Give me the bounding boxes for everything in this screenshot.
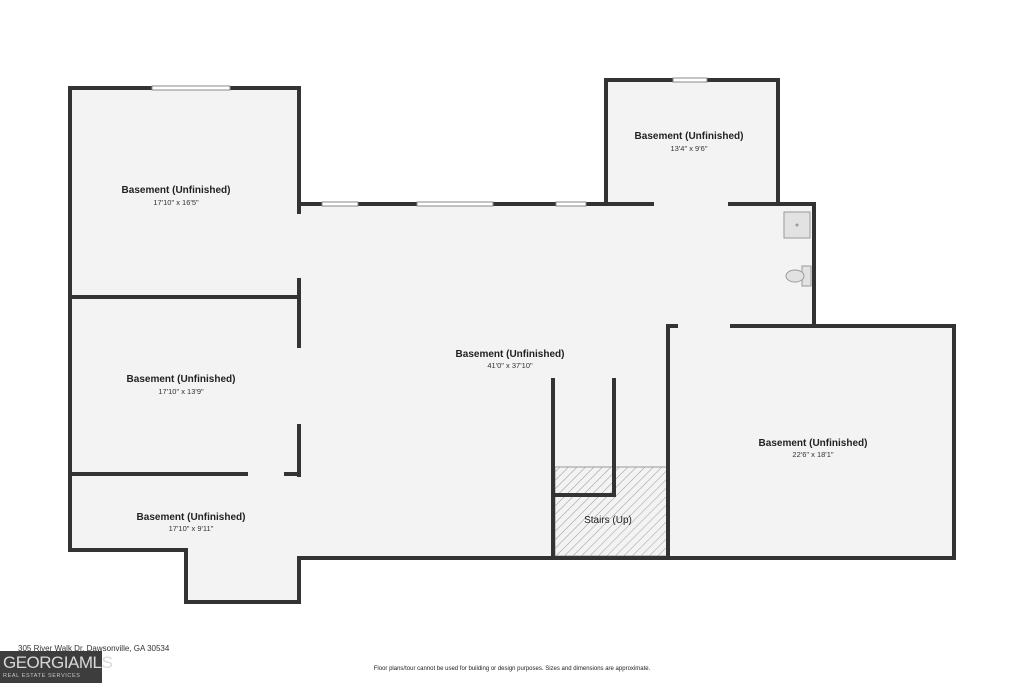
disclaimer-text: Floor plans/tour cannot be used for buil…	[373, 666, 651, 672]
room-name: Basement (Unfinished)	[137, 512, 246, 523]
room-name: Basement (Unfinished)	[759, 438, 868, 449]
room-name: Basement (Unfinished)	[127, 374, 236, 385]
room-dimensions: 41'0" x 37'10"	[487, 361, 533, 370]
logo-text: GEORGIAMLS	[3, 653, 113, 672]
walls	[68, 78, 956, 604]
room-name: Basement (Unfinished)	[635, 131, 744, 142]
room-dimensions: 17'10" x 9'11"	[169, 524, 214, 533]
room-dimensions: 13'4" x 9'6"	[671, 144, 708, 153]
logo-subtext: REAL ESTATE SERVICES	[3, 673, 81, 679]
room-name: Basement (Unfinished)	[122, 185, 231, 196]
room-dimensions: 22'6" x 18'1"	[792, 450, 833, 459]
window	[416, 201, 494, 207]
window	[321, 201, 359, 207]
windows	[151, 77, 708, 207]
window	[151, 85, 231, 91]
stairs-area	[554, 466, 669, 557]
stairs-label: Stairs (Up)	[584, 515, 632, 526]
bathroom-fixtures	[783, 211, 812, 287]
room-dimensions: 17'10" x 16'5"	[153, 198, 199, 207]
window	[555, 201, 587, 207]
georgia-mls-logo: GEORGIAMLS REAL ESTATE SERVICES	[0, 651, 113, 683]
floor-fills	[70, 80, 954, 602]
window	[672, 77, 708, 83]
room-labels: Basement (Unfinished) 17'10" x 16'5" Bas…	[122, 131, 868, 533]
property-address: 305 River Walk Dr, Dawsonville, GA 30534	[18, 644, 170, 653]
toilet-icon	[785, 269, 805, 283]
room-name: Basement (Unfinished)	[456, 349, 565, 360]
room-dimensions: 17'10" x 13'9"	[158, 387, 204, 396]
